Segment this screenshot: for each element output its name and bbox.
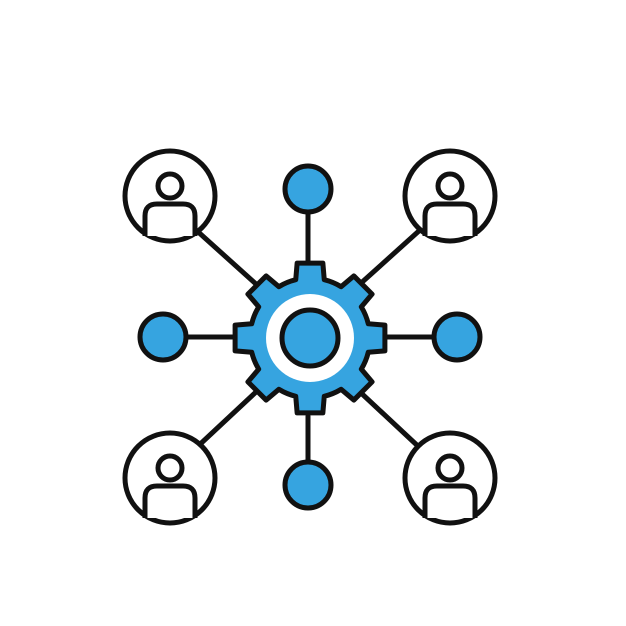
user-head [155,171,185,201]
gear-hub [279,307,341,369]
user-body [422,201,478,236]
user-node-bottom-right [402,430,498,526]
user-icon [142,453,198,518]
user-node-top-right [402,148,498,244]
connector-lines [183,209,437,465]
node-dot-icon [282,459,334,511]
gear-icon [232,260,388,416]
user-node-top-left [122,148,218,244]
user-body [142,483,198,518]
connector-line-top-right [357,227,423,287]
connector-line-bottom-right [357,389,423,451]
node-dot-icon [137,311,189,363]
user-head [435,453,465,483]
user-icon [142,171,198,236]
user-node-bottom-left [122,430,218,526]
node-dot-icon [431,311,483,363]
user-icon [422,171,478,236]
user-body [142,201,198,236]
connector-line-top-left [193,227,259,287]
user-head [435,171,465,201]
node-dots [137,163,483,511]
connector-line-bottom-left [193,389,259,451]
user-body [422,483,478,518]
user-head [155,453,185,483]
node-dot-icon [282,163,334,215]
user-icon [422,453,478,518]
